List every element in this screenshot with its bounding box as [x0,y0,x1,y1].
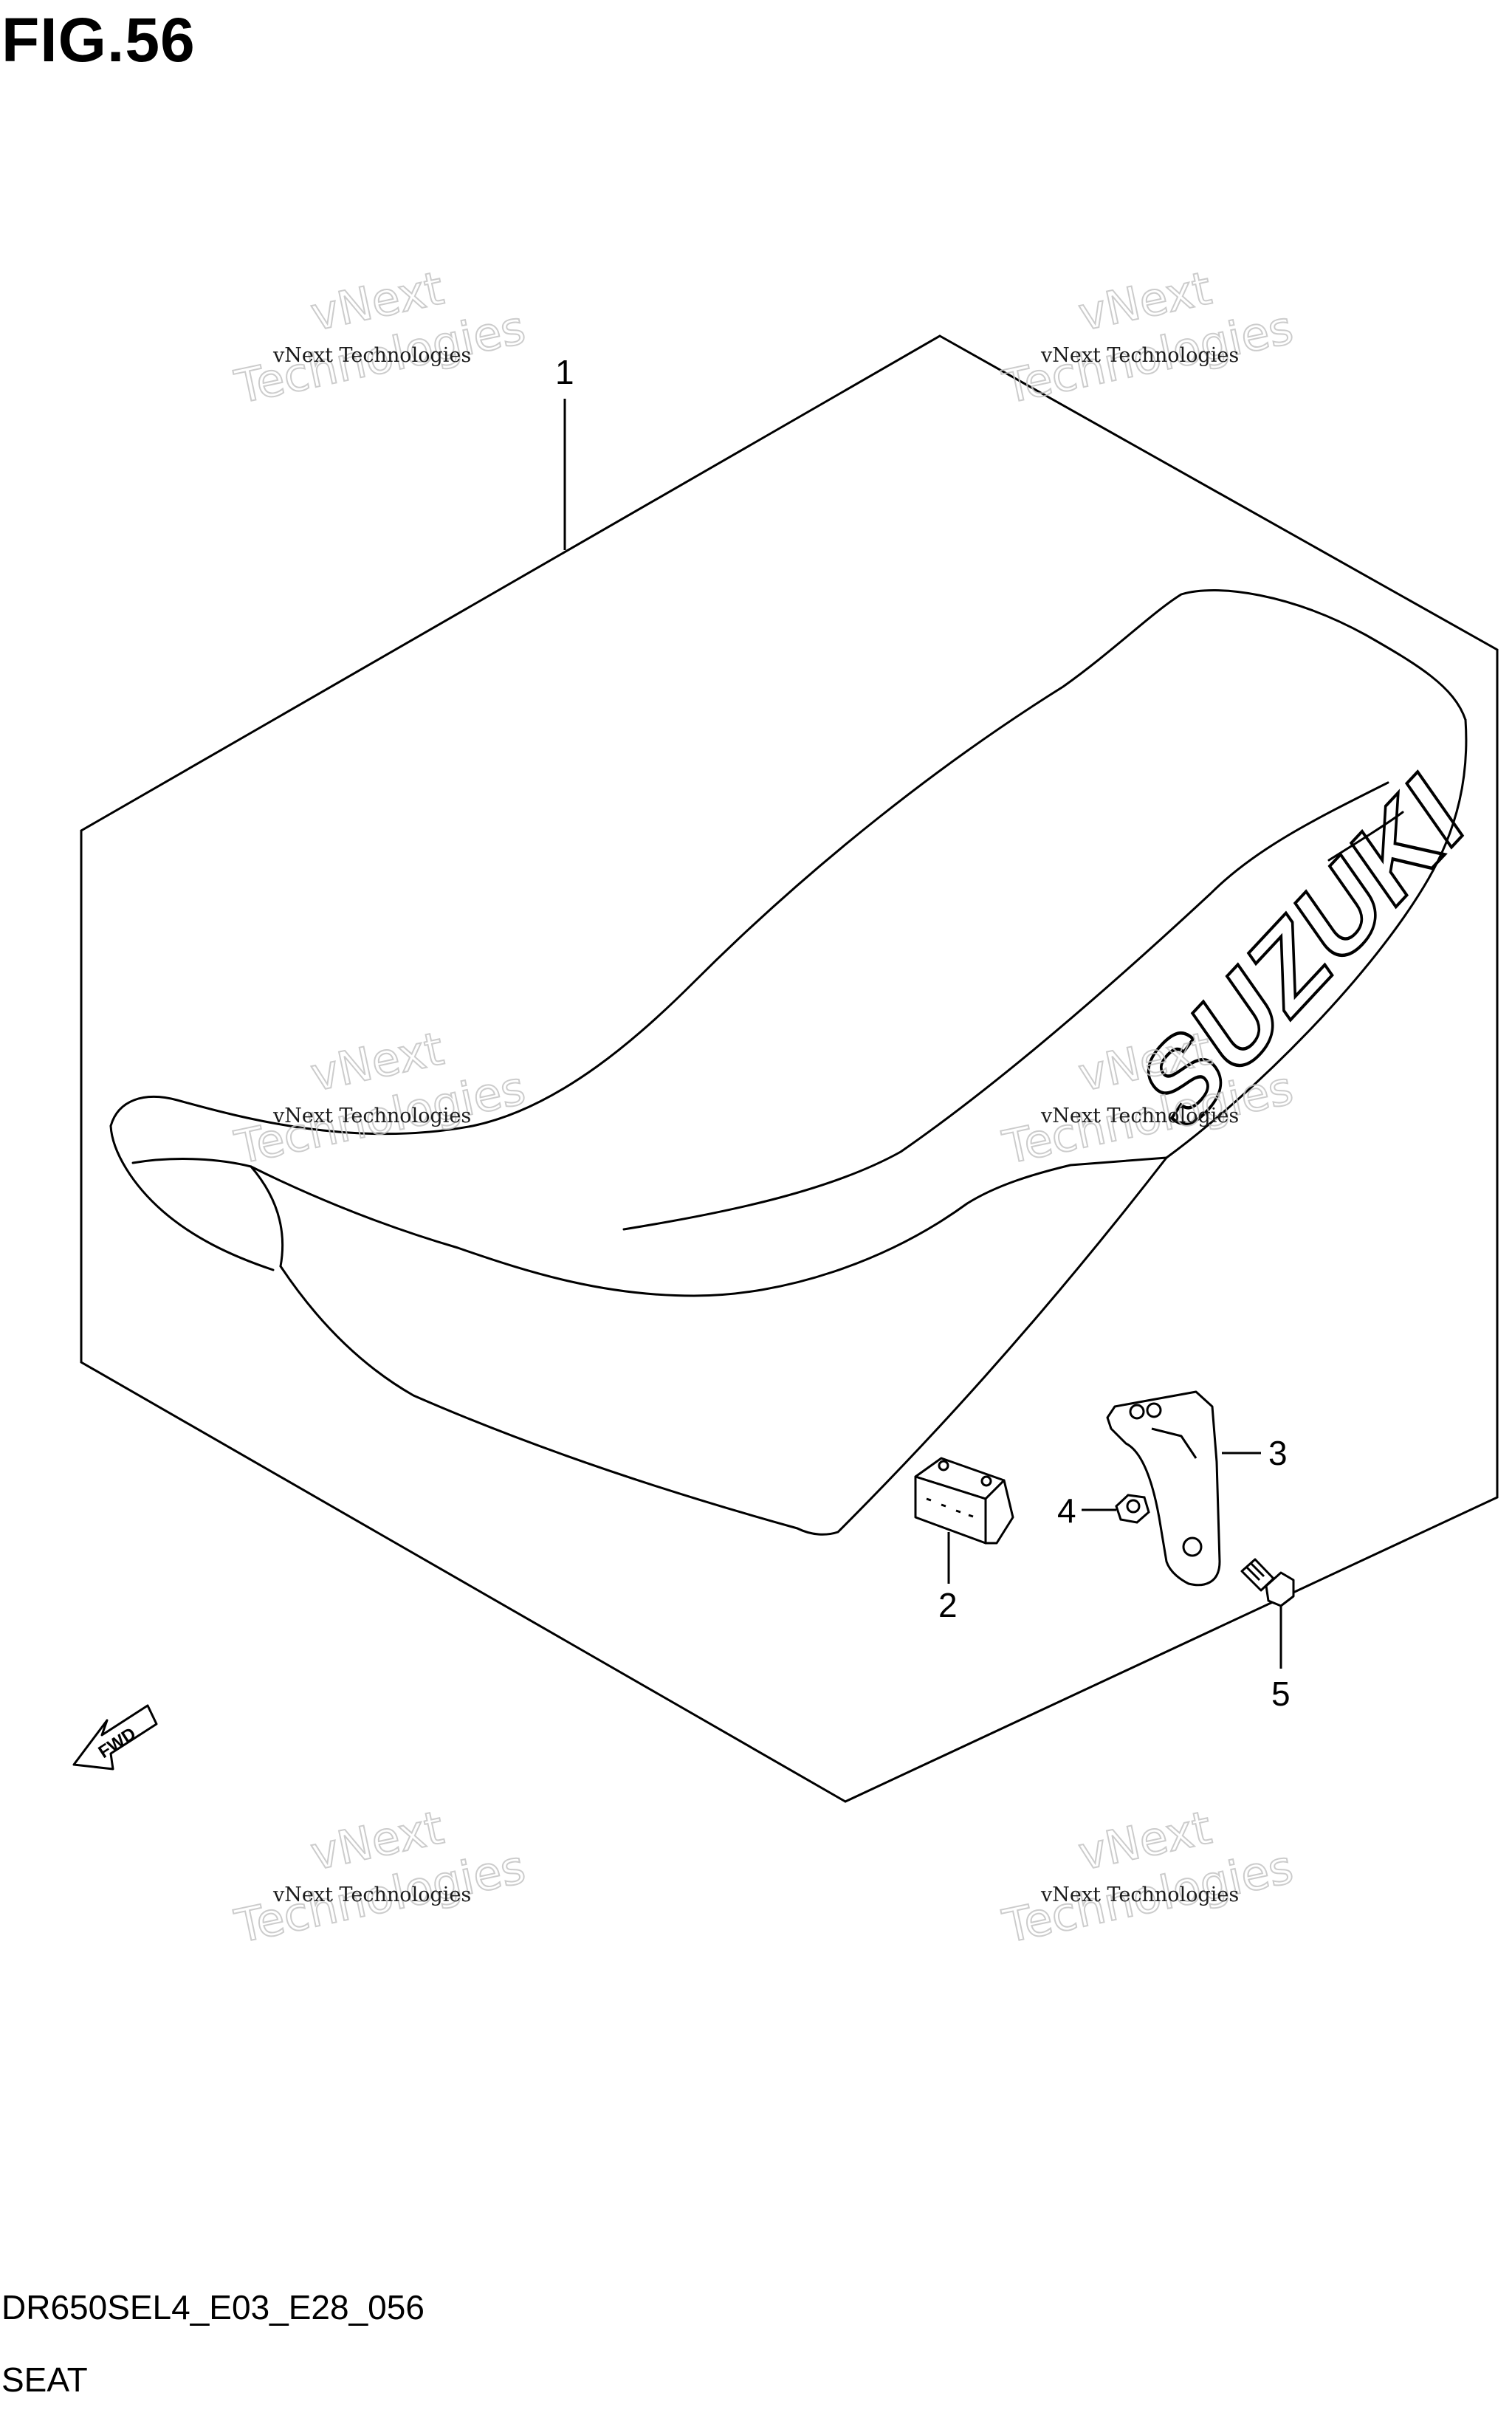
section-name: SEAT [1,2360,88,2399]
watermark-text: vNext Technologies [1040,344,1239,367]
watermark-text: vNext Technologies [1040,1883,1239,1906]
bracket-hole [1146,1402,1162,1418]
cushion-dots [926,1497,974,1518]
cushion-part [914,1457,1014,1545]
watermark-text: vNext Technologies [272,344,471,367]
seat-base-edge [279,1156,1168,1536]
fwd-arrow-shape [72,1704,158,1771]
figure-title: FIG.56 [1,5,196,75]
cushion-hole [980,1475,992,1487]
seat-side-bottom [250,1156,1168,1297]
seat-left-nose [109,1124,275,1271]
watermark-top-right: vNext Technologies vNext Technologies [997,260,1299,415]
seat-panel-line [1327,811,1404,862]
fwd-arrow-icon: FWD [72,1704,158,1771]
leader-lines [563,399,1282,1669]
callout-1: 1 [555,353,574,391]
bolt-part [1240,1558,1295,1607]
bolt-threads [1245,1562,1265,1582]
callout-3: 3 [1268,1434,1288,1472]
watermark-text: vNext Technologies [272,1105,471,1127]
seat-front-edge [131,1158,284,1268]
cushion-hole [938,1460,949,1472]
callout-4: 4 [1057,1491,1076,1530]
watermark-mid-left: vNext Technologies vNext Technologies [230,1020,531,1175]
watermark-text: vNext Technologies [1040,1105,1239,1127]
callout-5: 5 [1271,1675,1291,1713]
assembly-boundary [80,334,1499,1803]
bracket-hole [1129,1404,1145,1420]
bracket-body [1106,1390,1221,1587]
diagram-code: DR650SEL4_E03_E28_056 [1,2288,425,2326]
watermark-bottom-left: vNext Technologies vNext Technologies [230,1799,531,1954]
watermark-text: vNext Technologies [272,1883,471,1906]
watermark-top-left: vNext Technologies vNext Technologies [230,260,531,415]
seat-drawing [109,589,1468,1536]
bracket-hole [1182,1536,1203,1557]
seat-top-outline [109,589,1467,1136]
bolt-head [1265,1571,1295,1607]
watermark-bottom-right: vNext Technologies vNext Technologies [997,1799,1299,1954]
seat-rear-edge [1165,718,1468,1159]
bracket-bend [1151,1427,1197,1459]
cushion-side [984,1479,1014,1545]
callout-2: 2 [938,1586,958,1624]
bracket-part [1106,1390,1221,1587]
nut-part [1115,1494,1150,1524]
nut-bore [1126,1499,1141,1514]
seat-stitch-line [622,781,1389,1231]
